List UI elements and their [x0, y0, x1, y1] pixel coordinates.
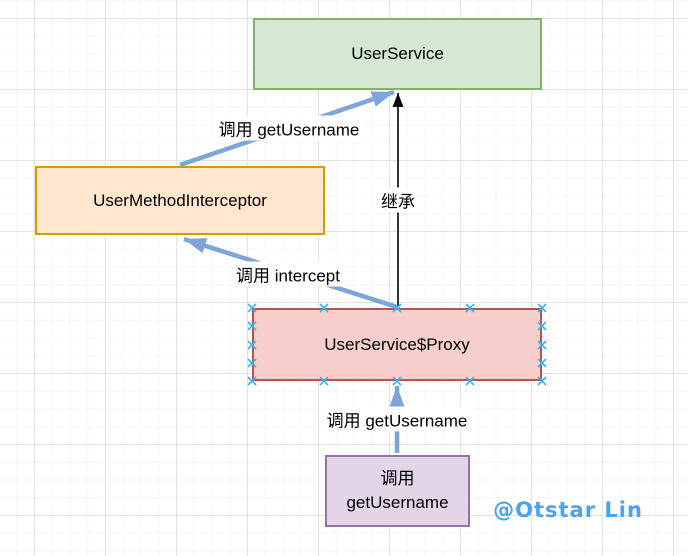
edge-label-call-intercept[interactable]: 调用 intercept [232, 261, 344, 287]
connection-point-markers [247, 303, 547, 386]
node-user-service-label: UserService [351, 44, 444, 63]
node-invoke-get-username[interactable]: 调用 getUsername [325, 455, 470, 527]
node-invoke-get-username-line1: 调用 [380, 469, 415, 489]
edge-label-extends[interactable]: 继承 [377, 187, 419, 213]
node-user-service-proxy-label: UserService$Proxy [324, 334, 470, 354]
node-user-service[interactable]: UserService [253, 18, 542, 90]
node-user-service-proxy[interactable]: UserService$Proxy [252, 308, 542, 381]
edge-label-call-getusername-top[interactable]: 调用 getUsername [214, 115, 364, 141]
node-user-method-interceptor-label: UserMethodInterceptor [93, 190, 267, 210]
node-user-method-interceptor[interactable]: UserMethodInterceptor [35, 166, 325, 235]
node-invoke-get-username-line2: getUsername [346, 493, 449, 512]
watermark-signature: @Otstar Lin [493, 498, 643, 522]
edge-label-call-getusername-bottom[interactable]: 调用 getUsername [322, 406, 472, 432]
